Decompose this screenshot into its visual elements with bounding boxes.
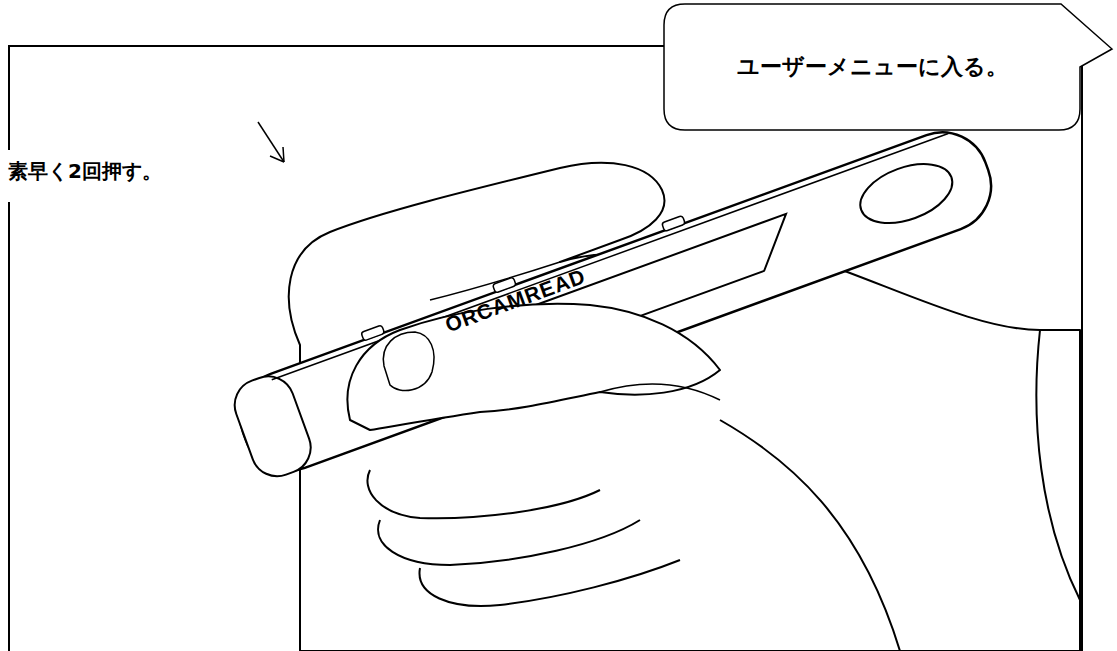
wrist-line xyxy=(1036,330,1080,600)
thumb xyxy=(347,304,720,430)
finger xyxy=(378,520,640,565)
thumb-nail xyxy=(383,332,434,391)
callout-text: ユーザーメニューに入る。 xyxy=(737,52,1008,82)
pointer-arrow xyxy=(258,122,284,162)
palm-line xyxy=(720,420,900,651)
orcam-device xyxy=(225,112,1004,484)
speech-bubble xyxy=(664,4,1112,130)
device-tip xyxy=(227,369,318,483)
label-backing xyxy=(4,150,254,202)
thumb-crease xyxy=(600,384,720,400)
device-loop xyxy=(852,153,960,235)
instruction-label: 素早く2回押す。 xyxy=(8,158,162,185)
device-button xyxy=(662,215,686,231)
device-body xyxy=(227,119,1004,483)
picture-frame xyxy=(9,46,1082,651)
arrow-head xyxy=(270,147,284,162)
finger xyxy=(367,470,600,518)
finger xyxy=(420,560,680,606)
callout-bubble: ユーザーメニューに入る。 xyxy=(663,3,1081,131)
